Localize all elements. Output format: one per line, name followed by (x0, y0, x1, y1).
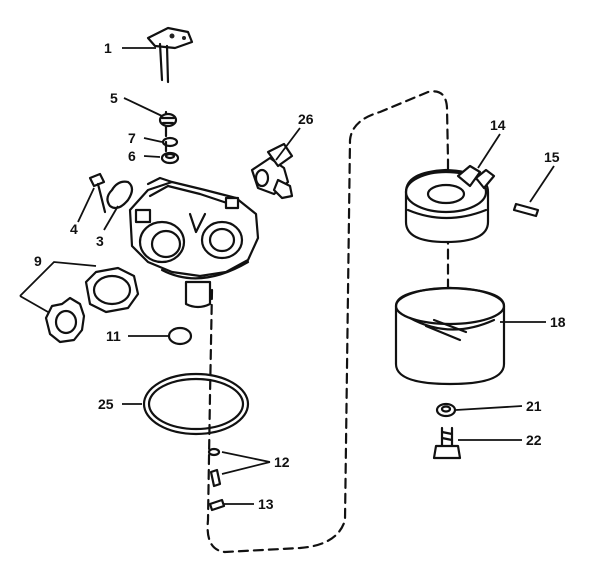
part-12-needle-parts (207, 447, 222, 488)
callout-1: 1 (104, 40, 112, 56)
part-7-ring (161, 136, 179, 148)
callout-26: 26 (298, 111, 314, 127)
part-26-fitting (250, 142, 294, 200)
leader-lines (77, 47, 555, 505)
part-3-gasket (106, 180, 134, 210)
callout-22: 22 (526, 432, 542, 448)
callout-15: 15 (544, 149, 560, 165)
callout-12: 12 (274, 454, 290, 470)
part-5-screw (158, 112, 178, 128)
part-21-washer (435, 402, 457, 418)
part-14-float (404, 164, 496, 244)
callout-13: 13 (258, 496, 274, 512)
callout-11: 11 (106, 328, 121, 344)
callout-14: 14 (490, 117, 506, 133)
callout-9: 9 (34, 253, 42, 269)
callout-5: 5 (110, 90, 118, 106)
part-6-spring (160, 151, 180, 165)
part-13-pin (208, 498, 226, 512)
part-11-seal (167, 326, 193, 346)
callout-6: 6 (128, 148, 136, 164)
part-25-o-ring (142, 372, 250, 436)
carburetor-body (128, 176, 260, 309)
callout-18: 18 (550, 314, 566, 330)
callout-21: 21 (526, 398, 542, 414)
part-22-bowl-bolt (432, 426, 462, 460)
callout-3: 3 (96, 233, 104, 249)
callout-7: 7 (128, 130, 136, 146)
callout-4: 4 (70, 221, 78, 237)
assembly-dashed-path (206, 90, 450, 554)
part-15-float-pin (512, 202, 540, 218)
part-4-screw (88, 172, 107, 214)
callout-25: 25 (98, 396, 114, 412)
part-9-primer-assembly (19, 261, 140, 344)
part-1-throttle-shaft (146, 26, 194, 84)
part-18-float-bowl (394, 286, 506, 386)
